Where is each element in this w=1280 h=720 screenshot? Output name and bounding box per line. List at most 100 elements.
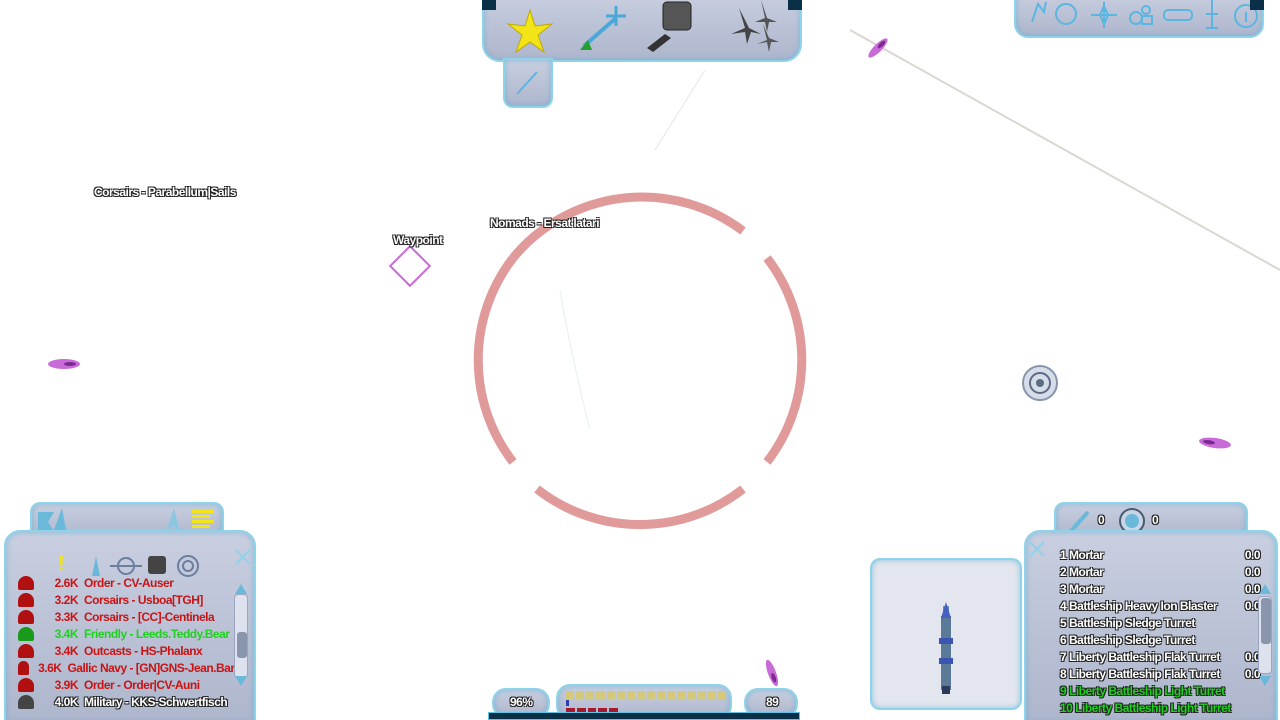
target-name: Corsairs - [CC]-Centinela xyxy=(84,609,215,624)
pilot-icon xyxy=(18,660,30,675)
weapon-row[interactable]: 7 Liberty Battleship Flak Turret 0.0 xyxy=(1060,650,1261,667)
target-scroll-up-icon[interactable] xyxy=(235,584,247,594)
target-name: Outcasts - HS-Phalanx xyxy=(84,643,203,658)
world-label-nomads[interactable]: Nomads - Ersat'latari xyxy=(490,216,600,230)
target-distance: 3.2K xyxy=(54,592,79,607)
lock-target-icon xyxy=(1022,365,1058,401)
waypoint-diamond xyxy=(388,244,432,288)
weapon-row[interactable]: 2 Mortar 0.0 xyxy=(1060,565,1261,582)
pilot-icon xyxy=(18,677,34,692)
world-label-waypoint[interactable]: Waypoint xyxy=(393,233,443,247)
weapon-row[interactable]: 9 Liberty Battleship Light Turret xyxy=(1060,684,1260,701)
maneuver-subtab[interactable] xyxy=(503,58,553,108)
target-list-row[interactable]: 3.4K Friendly - Leeds.Teddy.Bear xyxy=(18,625,238,642)
ship-info-icon xyxy=(1206,0,1218,29)
target-list-row[interactable]: 3.4K Outcasts - HS-Phalanx xyxy=(18,642,238,659)
weapon-refire xyxy=(1240,701,1260,718)
target-list-row[interactable]: 3.6K Gallic Navy - [GN]GNS-Jean.Bart xyxy=(18,659,238,676)
weapons-scroll-up-icon[interactable] xyxy=(1259,584,1271,594)
weapon-name: 7 Liberty Battleship Flak Turret xyxy=(1060,650,1220,664)
target-list-row[interactable]: 3.2K Corsairs - Usboa[TGH] xyxy=(18,591,238,608)
battleship-model xyxy=(939,602,953,694)
repair-kit-icon[interactable] xyxy=(1068,510,1090,534)
cruise-icon xyxy=(516,71,538,95)
ship-type-icon xyxy=(92,556,100,576)
maneuver-panel xyxy=(482,0,802,62)
targeting-reticle xyxy=(473,192,807,529)
formation-icon[interactable] xyxy=(731,0,779,52)
target-scroll-thumb[interactable] xyxy=(237,632,247,658)
target-list-row[interactable]: 4.0K Military - KKS-Schwertfisch xyxy=(18,693,238,710)
jump-type-icon xyxy=(177,555,199,577)
goto-icon[interactable] xyxy=(580,6,626,50)
weapons-scroll-down-icon[interactable] xyxy=(1259,676,1271,686)
energy-bar xyxy=(566,691,726,699)
weapon-row[interactable]: 6 Battleship Sledge Turret xyxy=(1060,633,1260,650)
target-ship-view xyxy=(870,558,1022,710)
weapon-refire: 0.0 xyxy=(1244,667,1261,681)
contact-marker-top xyxy=(868,38,888,58)
pilot-icon xyxy=(18,609,34,624)
pilot-icon xyxy=(18,694,34,709)
energy-shield-pill xyxy=(556,684,732,720)
bottom-center-strip xyxy=(488,712,800,720)
dock-icon[interactable] xyxy=(647,1,692,52)
info-icon xyxy=(1234,4,1258,28)
target-name: Military - KKS-Schwertfisch xyxy=(84,694,228,709)
target-name: Order - CV-Auser xyxy=(84,575,174,590)
weapon-row[interactable]: 10 Liberty Battleship Light Turret xyxy=(1060,701,1260,718)
player-status-icon xyxy=(1031,1,1047,23)
cargo-type-icon xyxy=(148,556,166,574)
top-right-toolbar xyxy=(1014,0,1264,38)
power-indicator xyxy=(566,700,569,706)
close-target-list-icon[interactable] xyxy=(235,549,251,565)
weapon-name: 3 Mortar xyxy=(1060,582,1104,596)
speed-value: 89 xyxy=(766,695,779,709)
ships-filter-icon[interactable] xyxy=(38,508,66,532)
weapon-name: 1 Mortar xyxy=(1060,548,1104,562)
target-scroll-down-icon[interactable] xyxy=(235,676,247,686)
target-distance: 3.6K xyxy=(38,660,62,675)
pilot-icon xyxy=(18,592,34,607)
shield-battery-icon[interactable] xyxy=(1119,508,1145,534)
weapon-row[interactable]: 5 Battleship Sledge Turret xyxy=(1060,616,1260,633)
target-name: Friendly - Leeds.Teddy.Bear xyxy=(84,626,230,641)
repair-kit-count: 0 xyxy=(1098,513,1105,527)
target-distance: 3.4K xyxy=(54,643,79,658)
target-distance: 3.4K xyxy=(54,626,79,641)
weapon-name: 9 Liberty Battleship Light Turret xyxy=(1060,684,1225,698)
close-weapons-list-icon[interactable] xyxy=(1029,541,1045,557)
friendly-filter-icon[interactable] xyxy=(166,508,180,532)
target-name: Corsairs - Usboa[TGH] xyxy=(84,592,203,607)
hull-percent: 96% xyxy=(510,695,533,709)
target-distance: 4.0K xyxy=(54,694,79,709)
pilot-icon xyxy=(18,626,34,641)
faint-trail xyxy=(654,69,706,151)
world-label-corsairs[interactable]: Corsairs - Parabellum|Sails xyxy=(94,185,236,199)
alert-icon: ! xyxy=(58,553,65,575)
base-type-icon xyxy=(110,557,142,575)
weapon-name: 2 Mortar xyxy=(1060,565,1104,579)
target-distance: 3.9K xyxy=(54,677,79,692)
weapon-name: 5 Battleship Sledge Turret xyxy=(1060,616,1195,630)
weapons-scroll-thumb[interactable] xyxy=(1261,598,1271,644)
weapon-refire xyxy=(1240,633,1260,650)
weapon-refire: 0.0 xyxy=(1244,650,1261,664)
pilot-icon xyxy=(18,643,34,658)
free-flight-icon[interactable] xyxy=(506,8,554,54)
target-name: Gallic Navy - [GN]GNS-Jean.Bart xyxy=(67,660,238,675)
weapon-refire: 0.0 xyxy=(1244,565,1261,579)
weapon-name: 10 Liberty Battleship Light Turret xyxy=(1060,701,1231,715)
weapon-refire xyxy=(1240,616,1260,633)
contact-marker-bottom xyxy=(765,659,779,687)
